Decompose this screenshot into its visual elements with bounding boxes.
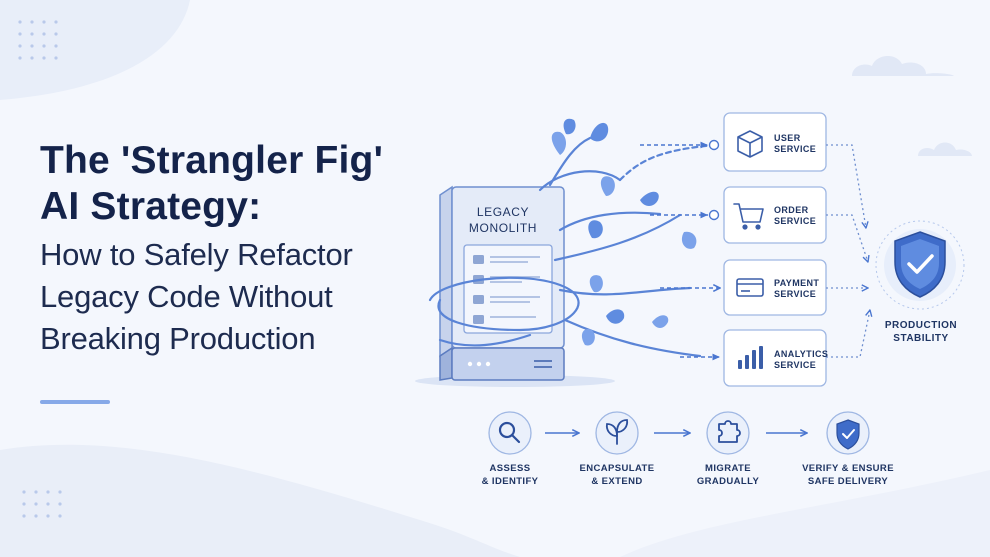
step-label-line: ENCAPSULATE	[579, 463, 655, 474]
service-label-order: ORDER SERVICE	[774, 205, 816, 227]
headline: The 'Strangler Fig' AI Strategy: How to …	[40, 138, 420, 360]
step-label-line: MIGRATE	[705, 463, 751, 474]
connector-node	[708, 209, 720, 221]
headline-line-5: Breaking Production	[40, 321, 316, 356]
step-label-line: & IDENTIFY	[481, 476, 539, 487]
service-label-line: SERVICE	[774, 216, 817, 226]
service-label-line: ANALYTICS	[774, 349, 829, 359]
step-label-line: SAFE DELIVERY	[807, 476, 889, 487]
service-label-line: ORDER	[774, 205, 809, 215]
step-label-line: VERIFY & ENSURE	[802, 463, 894, 474]
headline-underline	[40, 400, 110, 404]
step-migrate	[706, 411, 750, 455]
step-label-migrate: MIGRATE GRADUALLY	[663, 462, 793, 488]
headline-line-4: Legacy Code Without	[40, 279, 333, 314]
service-label-line: USER	[774, 133, 801, 143]
step-label-encapsulate: ENCAPSULATE & EXTEND	[552, 462, 682, 488]
legacy-monolith	[439, 185, 565, 381]
service-label-line: SERVICE	[774, 144, 817, 154]
step-label-verify: VERIFY & ENSURE SAFE DELIVERY	[783, 462, 913, 488]
magnifier-icon	[498, 421, 521, 444]
cart-icon	[733, 203, 764, 230]
connector-node	[708, 139, 720, 151]
step-label-line: ASSESS	[489, 463, 531, 474]
step-label-assess: ASSESS & IDENTIFY	[445, 462, 575, 488]
service-label-line: SERVICE	[774, 289, 817, 299]
service-label-line: SERVICE	[774, 360, 817, 370]
step-verify	[826, 411, 870, 455]
service-label-user: USER SERVICE	[774, 133, 816, 155]
service-label-payment: PAYMENT SERVICE	[774, 278, 819, 300]
cube-icon	[737, 130, 763, 158]
step-encapsulate	[595, 411, 639, 455]
stability-label: PRODUCTION STABILITY	[866, 319, 976, 345]
service-box-analytics	[723, 329, 827, 387]
service-label-analytics: ANALYTICS SERVICE	[774, 349, 828, 371]
strangler-fig-vines	[428, 136, 717, 358]
step-label-line: & EXTEND	[591, 476, 643, 487]
bar-chart-icon	[738, 346, 763, 369]
vine-leaves	[551, 118, 697, 346]
step-assess	[488, 411, 532, 455]
headline-line-2: AI Strategy:	[40, 185, 262, 228]
sprout-icon	[605, 419, 629, 445]
service-label-line: PAYMENT	[774, 278, 820, 288]
headline-line-1: The 'Strangler Fig'	[40, 139, 384, 182]
service-connectors	[640, 141, 720, 361]
stability-label-line-2: STABILITY	[893, 333, 949, 344]
production-stability	[875, 220, 965, 310]
stability-label-line-1: PRODUCTION	[884, 320, 958, 331]
monolith-label-line-2: MONOLITH	[468, 221, 538, 235]
puzzle-icon	[718, 420, 741, 443]
monolith-label-line-1: LEGACY	[476, 205, 530, 219]
monolith-label: LEGACY MONOLITH	[452, 204, 554, 236]
headline-line-3: How to Safely Refactor	[40, 237, 353, 272]
step-label-line: GRADUALLY	[696, 476, 760, 487]
stability-connectors	[826, 144, 870, 358]
shield-check-icon	[836, 419, 860, 450]
credit-card-icon	[736, 278, 764, 297]
